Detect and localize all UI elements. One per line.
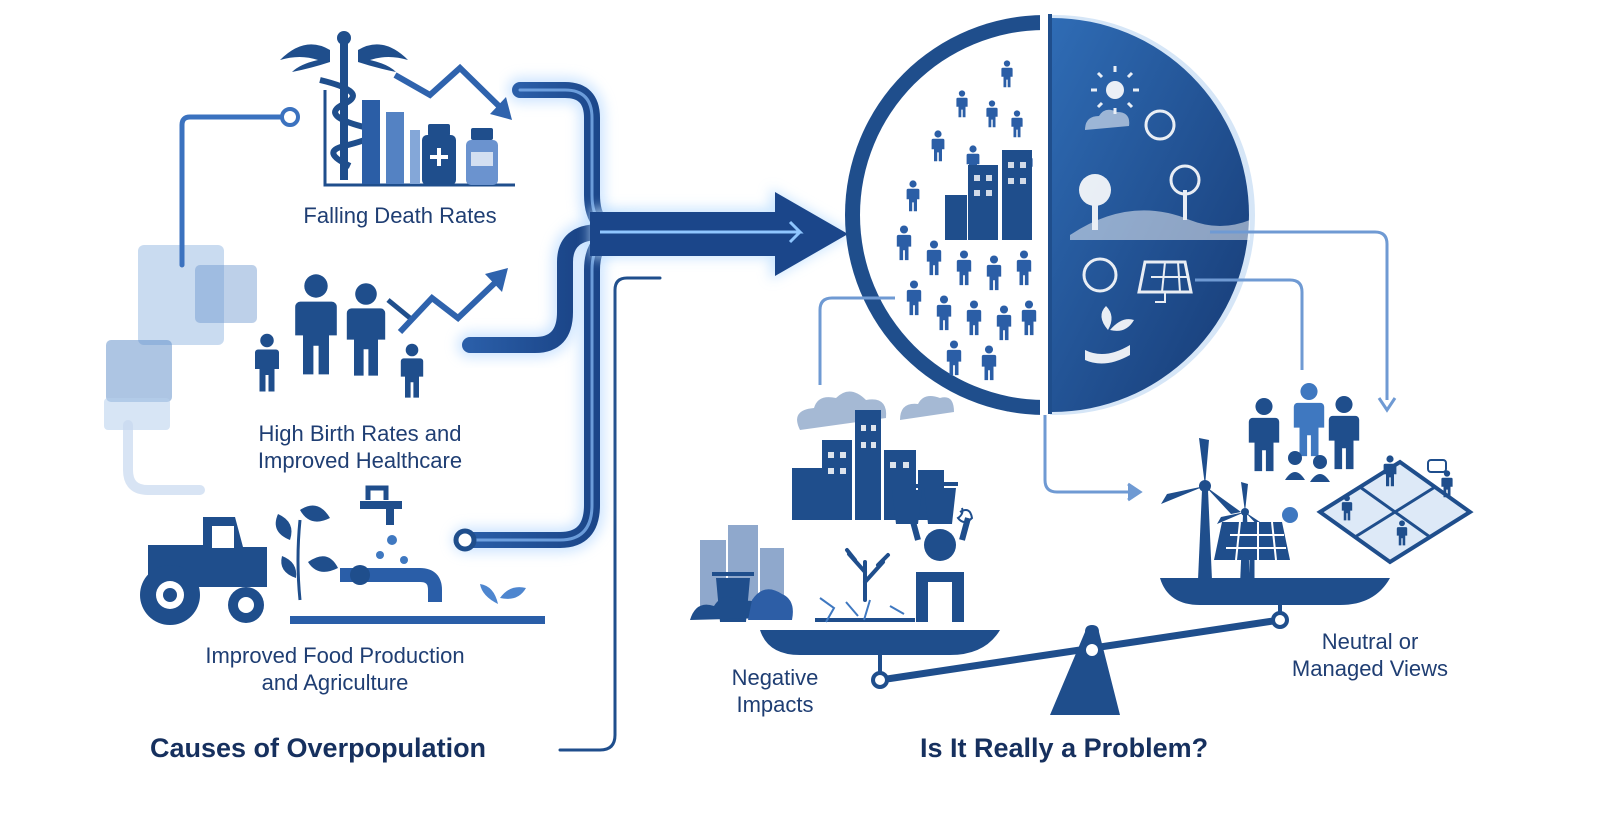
label-high-birth-rates-line2: Improved Healthcare [257, 448, 463, 473]
balance-scale-icon [760, 578, 1390, 715]
sustainability-icons [1070, 66, 1250, 364]
label-falling-death-rates: Falling Death Rates [303, 203, 497, 228]
family-icon [255, 274, 424, 398]
label-neutral-line2: Managed Views [1291, 656, 1449, 681]
problem-title: Is It Really a Problem? [920, 733, 1209, 763]
label-neutral-line1: Neutral or [1321, 629, 1419, 654]
outcome-connector-lines [818, 230, 1397, 502]
label-negative-line2: Impacts [736, 692, 814, 717]
stressed-person-icon [909, 507, 974, 622]
city-pollution-icon [792, 391, 958, 524]
people-meeting-icon [1248, 382, 1360, 482]
main-arrow [590, 188, 852, 280]
label-food-line1: Improved Food Production [205, 643, 465, 668]
polluted-skyline-icon [690, 525, 793, 622]
causes-title: Causes of Overpopulation [150, 733, 487, 763]
cause-connector-lines [123, 107, 662, 752]
label-negative-line1: Negative [731, 665, 819, 690]
label-high-birth-rates-line1: High Birth Rates and [258, 421, 462, 446]
dead-tree-cracked-ground-icon [815, 548, 915, 623]
label-improved-food-production: Improved Food Production and Agriculture [165, 642, 505, 696]
city-buildings [945, 150, 1032, 240]
solar-panel-icon [1214, 507, 1298, 578]
tractor-icon [140, 517, 267, 625]
irrigation-pipe-icon [290, 485, 545, 624]
medicine-bottles-icon [422, 124, 498, 185]
decorative-squares [104, 245, 257, 430]
plant-leaves-icon [275, 505, 338, 601]
label-neutral-managed-views: Neutral or Managed Views [1270, 628, 1470, 682]
community-grid-icon [1316, 455, 1474, 565]
label-food-line2: and Agriculture [261, 670, 409, 695]
declining-bar-chart-icon [323, 63, 515, 187]
globe-crowd-icon [845, 14, 1255, 415]
label-negative-impacts: Negative Impacts [700, 664, 850, 718]
rising-trend-arrow-icon [397, 268, 508, 335]
label-high-birth-rates: High Birth Rates and Improved Healthcare [210, 420, 510, 474]
